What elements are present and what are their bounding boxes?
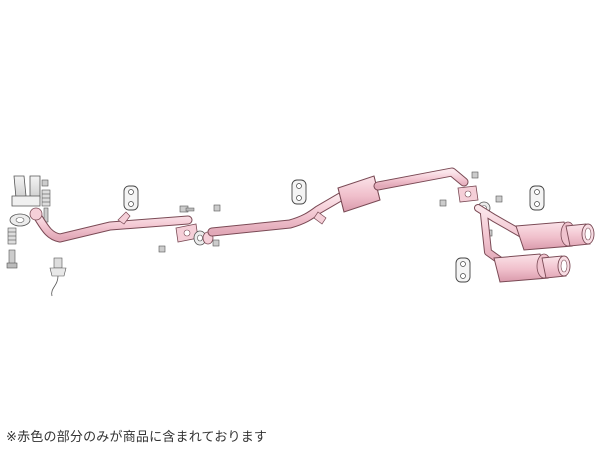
rubber-hanger-icon: [455, 257, 471, 283]
bolt-icon: [158, 204, 221, 253]
rubber-hanger-icon: [529, 185, 545, 211]
center-pipe: [207, 191, 347, 237]
included-parts-note: ※赤色の部分のみが商品に含まれております: [6, 430, 268, 445]
bolt-icon: [439, 171, 503, 237]
tail-tip-lower: [541, 255, 571, 279]
spring-icon: [7, 189, 51, 245]
front-gasket-icon: [9, 213, 31, 227]
rubber-hanger-icon: [291, 179, 307, 205]
o2-sensor-icon: [49, 257, 67, 297]
rear-y-pipe: [474, 204, 526, 266]
rear-flange-icon: [457, 185, 479, 203]
exhaust-manifold-stub: [11, 175, 41, 207]
tail-tip-upper: [565, 223, 595, 247]
rubber-hanger-icon: [123, 185, 139, 211]
front-pipe: [29, 207, 193, 243]
center-silencer: [337, 175, 381, 213]
rear-pipe: [373, 167, 469, 191]
